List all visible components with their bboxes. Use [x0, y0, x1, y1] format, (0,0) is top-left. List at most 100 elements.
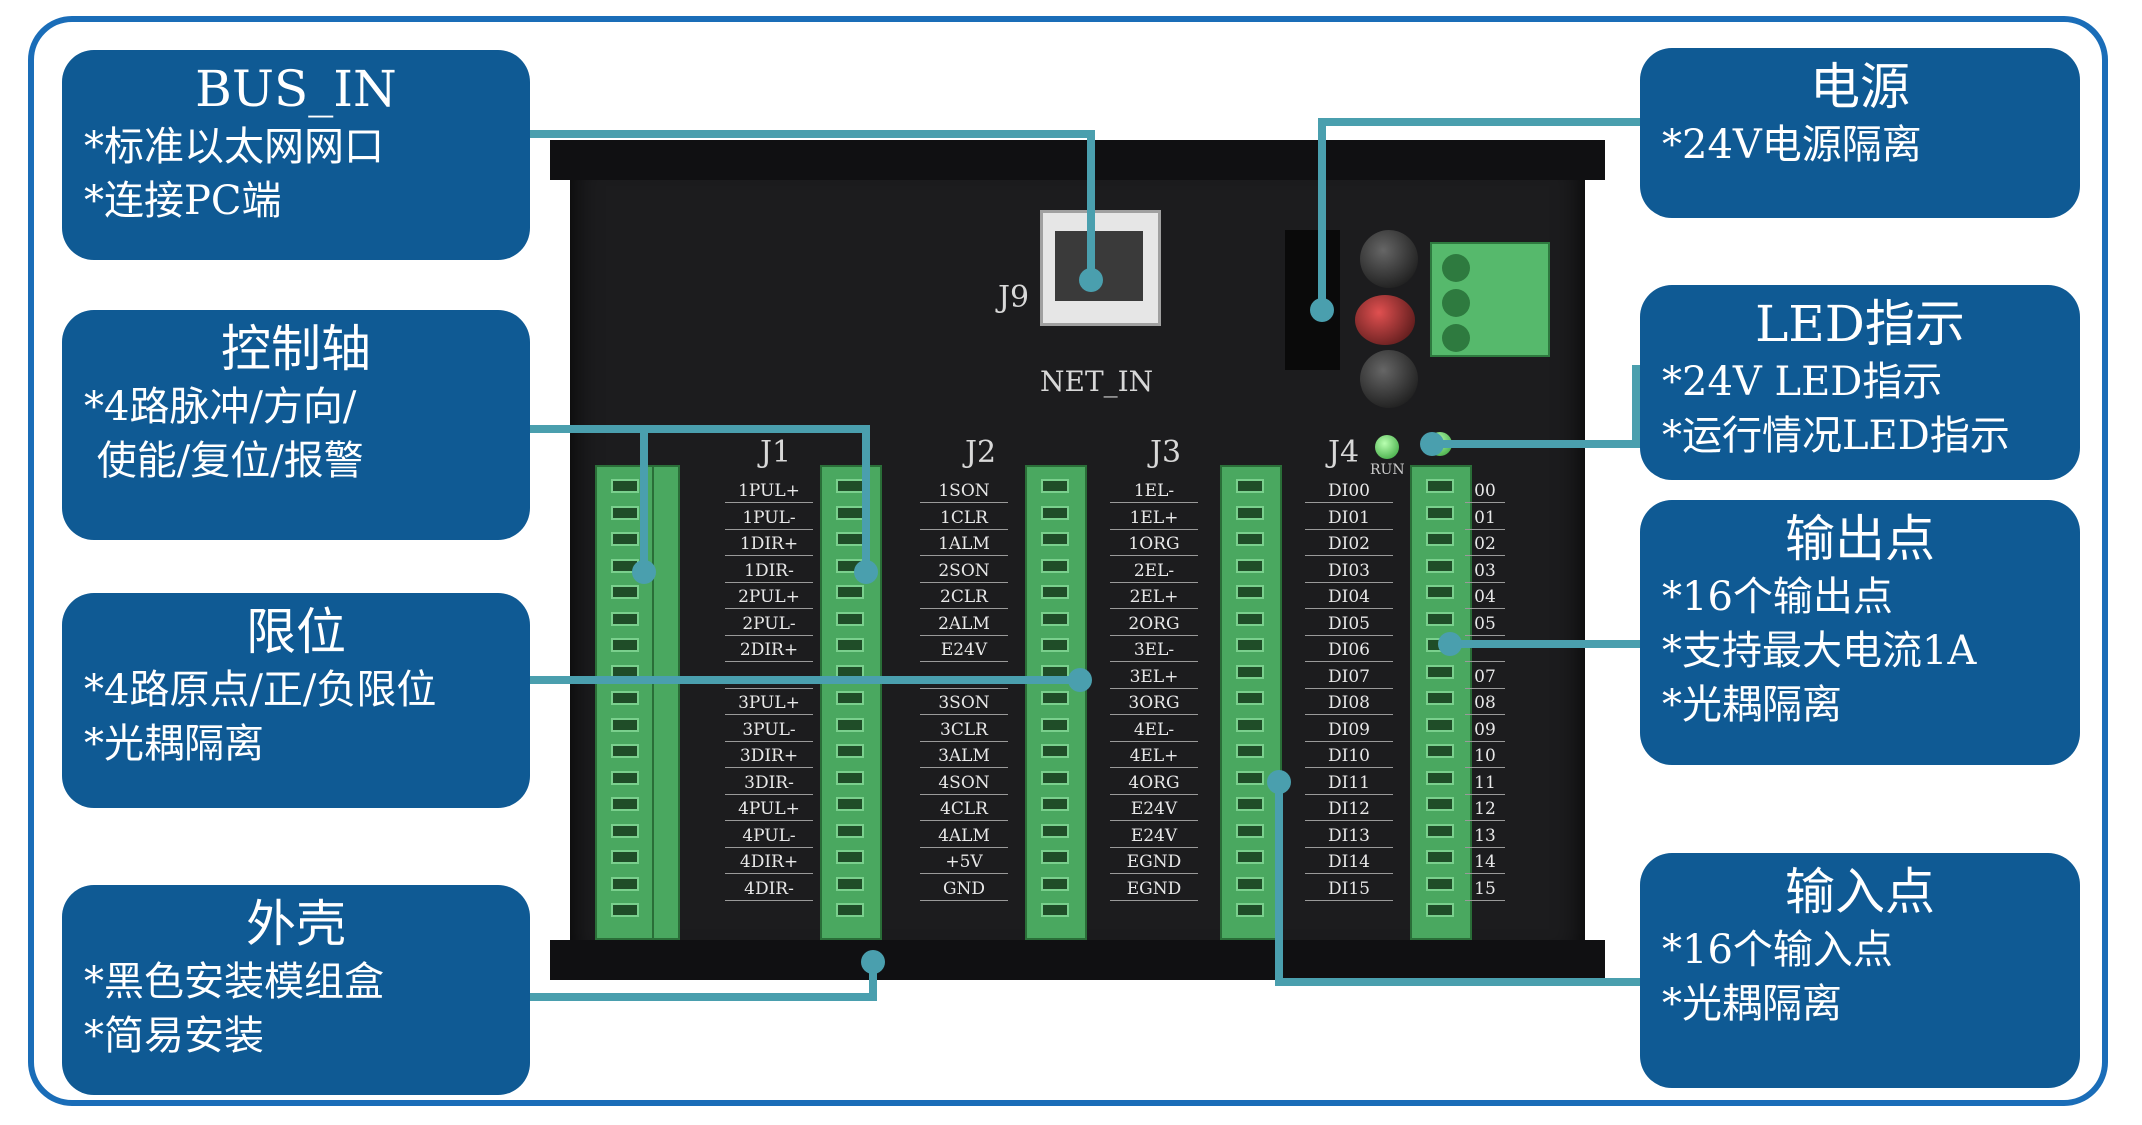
terminal-screw — [1426, 664, 1454, 679]
pin-label: DI11 — [1305, 772, 1393, 795]
pin-label: E24V — [1110, 825, 1198, 848]
pin-label: 2CLR — [920, 586, 1008, 609]
pin-label: 3PUL- — [725, 719, 813, 742]
terminal-screw — [836, 797, 864, 811]
j9-label: J9 — [998, 280, 1030, 315]
bottom-rail — [550, 940, 1605, 980]
power-module — [1285, 230, 1340, 370]
terminal-screw — [611, 744, 639, 758]
terminal-screw — [1236, 691, 1264, 705]
pin-label: 08 — [1465, 692, 1505, 715]
callout-output-line-1: *16个输出点 — [1662, 574, 1893, 620]
terminal-screw — [611, 585, 639, 599]
terminal-screw — [836, 744, 864, 758]
terminal-screw — [1236, 505, 1264, 520]
callout-limit: 限位 *4路原点/正/负限位 *光耦隔离 — [62, 593, 530, 808]
lead-output-dot — [1438, 632, 1462, 656]
net-in-label: NET_IN — [1040, 365, 1154, 398]
terminal-screw — [1426, 823, 1454, 838]
terminal-screw — [836, 876, 864, 891]
terminal-block-j5 — [1410, 465, 1472, 940]
pin-label: 1ORG — [1110, 533, 1198, 556]
callout-shell: 外壳 *黑色安装模组盒 *简易安装 — [62, 885, 530, 1095]
pin-label: 4PUL- — [725, 825, 813, 848]
callout-power: 电源 *24V电源隔离 — [1640, 48, 2080, 218]
callout-led-title: LED指示 — [1755, 295, 1965, 353]
callout-input: 输入点 *16个输入点 *光耦隔离 — [1640, 853, 2080, 1088]
terminal-screw — [1236, 876, 1264, 891]
lead-bus-in-v — [1087, 130, 1095, 280]
j3-header: J3 — [1150, 435, 1182, 470]
pin-label: 05 — [1465, 613, 1505, 636]
pin-label — [725, 666, 813, 689]
pin-label: 2ALM — [920, 613, 1008, 636]
pin-label: 1CLR — [920, 507, 1008, 530]
pin-label: 1EL+ — [1110, 507, 1198, 530]
pin-label: 1PUL+ — [725, 480, 813, 503]
callout-shell-line-1: *黑色安装模组盒 — [84, 959, 384, 1005]
callout-bus-in-line-1: *标准以太网网口 — [84, 124, 384, 170]
callout-axis-line-1: *4路脉冲/方向/ — [84, 384, 357, 430]
terminal-screw — [1236, 664, 1264, 679]
terminal-screw — [836, 850, 864, 864]
pin-label: 1DIR+ — [725, 533, 813, 556]
pin-label: 4CLR — [920, 798, 1008, 821]
terminal-screw — [836, 770, 864, 785]
terminal-screw — [1236, 770, 1264, 785]
callout-shell-line-2: *简易安装 — [84, 1013, 264, 1059]
terminal-screw — [611, 611, 639, 626]
terminal-screw — [1236, 638, 1264, 652]
terminal-screw — [611, 850, 639, 864]
lead-power-dot — [1310, 298, 1334, 322]
j4-header: J4 — [1328, 435, 1360, 470]
terminal-screw — [1236, 479, 1264, 493]
terminal-screw — [1041, 744, 1069, 758]
pin-label: DI12 — [1305, 798, 1393, 821]
callout-bus-in: BUS_IN *标准以太网网口 *连接PC端 — [62, 50, 530, 260]
terminal-screw — [1236, 532, 1264, 546]
pin-label: 01 — [1465, 507, 1505, 530]
capacitor-3 — [1360, 350, 1418, 408]
pin-label: 15 — [1465, 878, 1505, 901]
terminal-screw — [836, 717, 864, 732]
terminal-screw — [611, 797, 639, 811]
terminal-screw — [836, 638, 864, 652]
pin-label: DI00 — [1305, 480, 1393, 503]
terminal-screw — [1236, 744, 1264, 758]
pin-label: DI06 — [1305, 639, 1393, 662]
pin-label: 14 — [1465, 851, 1505, 874]
callout-led-line-2: *运行情况LED指示 — [1662, 413, 2010, 459]
terminal-screw — [1041, 558, 1069, 573]
pin-label: DI14 — [1305, 851, 1393, 874]
terminal-screw — [1426, 585, 1454, 599]
lead-shell-dot — [861, 950, 885, 974]
terminal-screw — [1041, 770, 1069, 785]
lead-axis-dot-1 — [632, 560, 656, 584]
pin-label: DI10 — [1305, 745, 1393, 768]
top-rail — [550, 140, 1605, 180]
terminal-screw — [1041, 505, 1069, 520]
terminal-screw — [1426, 505, 1454, 520]
run-label: RUN — [1370, 462, 1405, 478]
terminal-screw — [1236, 585, 1264, 599]
pin-label: DI08 — [1305, 692, 1393, 715]
terminal-screw — [836, 823, 864, 838]
pin-label: GND — [920, 878, 1008, 901]
lead-axis-dot-2 — [854, 560, 878, 584]
pin-label: 02 — [1465, 533, 1505, 556]
terminal-screw — [1041, 717, 1069, 732]
terminal-screw — [1426, 691, 1454, 705]
callout-output-line-2: *支持最大电流1A — [1662, 628, 1977, 674]
terminal-screw — [611, 823, 639, 838]
callout-output-line-3: *光耦隔离 — [1662, 682, 1842, 728]
power-led — [1375, 435, 1399, 459]
pin-label: 4DIR+ — [725, 851, 813, 874]
pin-label: 1PUL- — [725, 507, 813, 530]
lead-input-v — [1275, 780, 1283, 986]
controller-module: J9 NET_IN RUN J1 J2 J3 J4 1PUL+1PUL-1DIR… — [550, 140, 1605, 980]
pin-label: 4SON — [920, 772, 1008, 795]
pin-label: DI15 — [1305, 878, 1393, 901]
terminal-screw — [611, 505, 639, 520]
pin-label: 2PUL+ — [725, 586, 813, 609]
pin-label: 3DIR- — [725, 772, 813, 795]
